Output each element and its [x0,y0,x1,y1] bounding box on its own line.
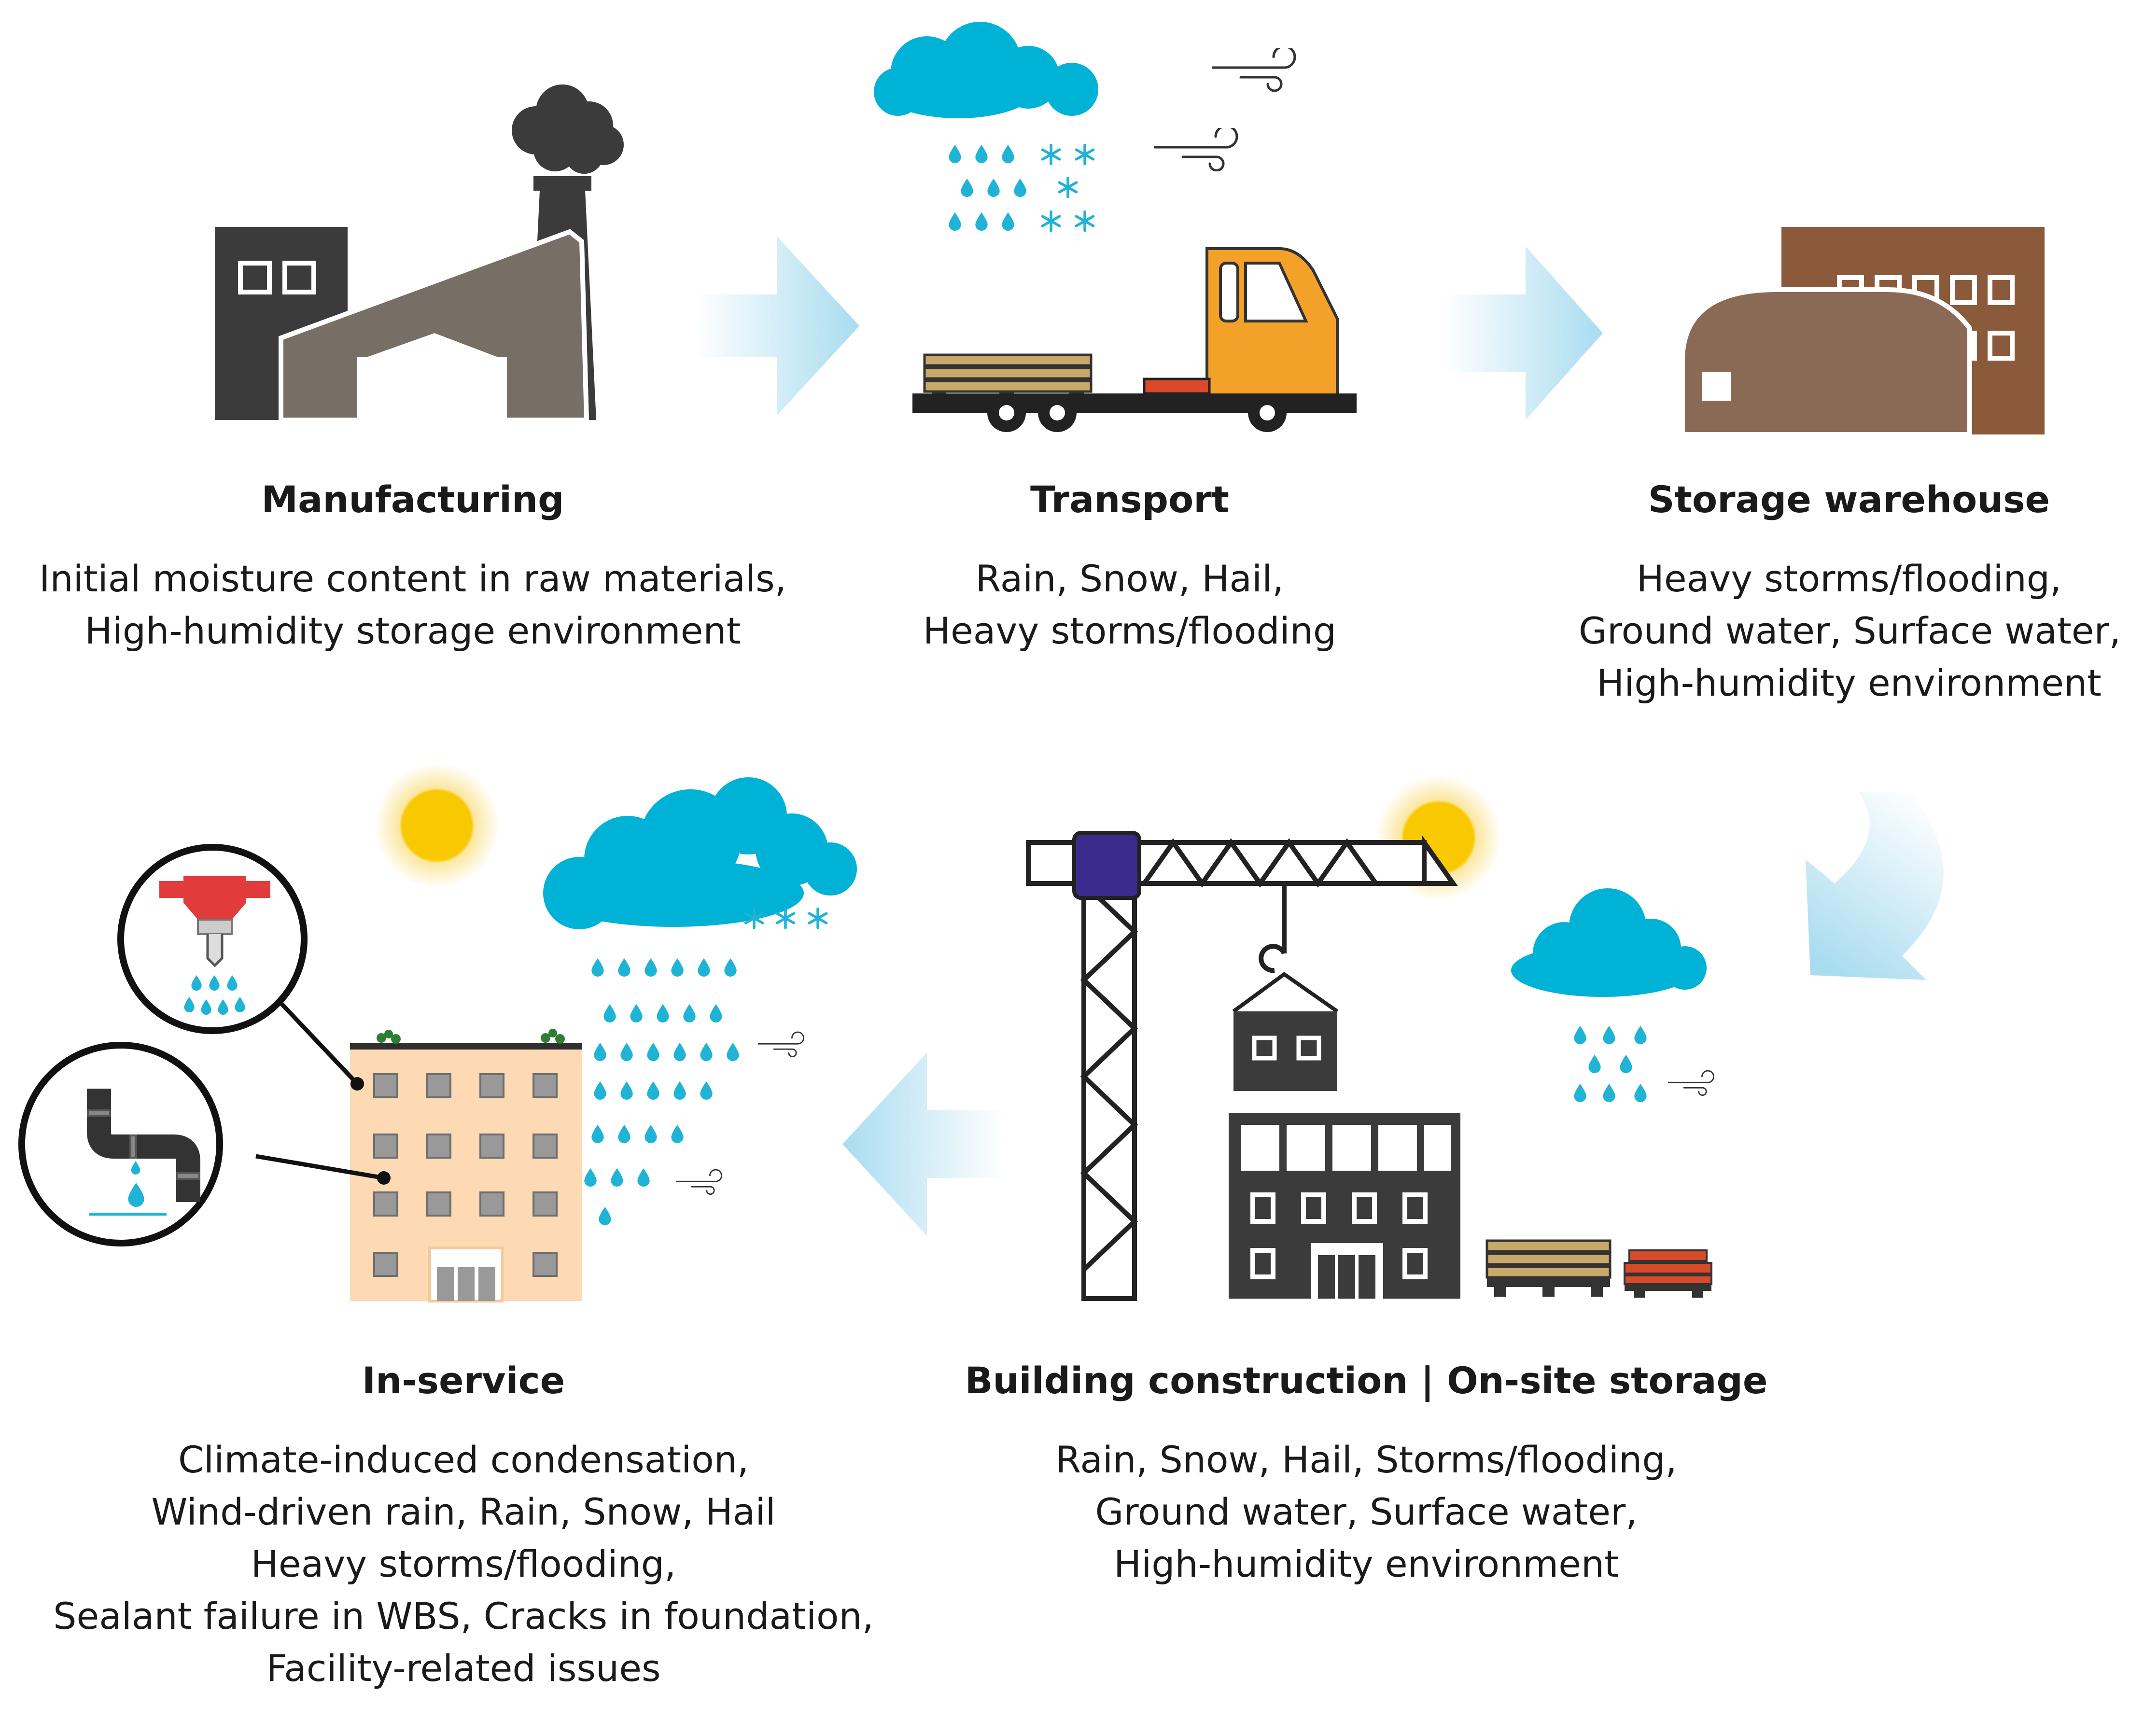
description-line: High-humidity environment [1114,1542,1619,1585]
stage-manufacturing: Manufacturing Initial moisture content i… [10,476,816,657]
stage-description: Rain, Snow, Hail, Storms/flooding, Groun… [956,1434,1777,1590]
precipitation-transport [949,145,1093,231]
description-line: Rain, Snow, Hail, Storms/flooding, [1055,1438,1677,1481]
stage-title: Manufacturing [261,478,564,521]
stage-storage-warehouse: Storage warehouse Heavy storms/flooding,… [1579,476,2121,709]
building-icon [350,1029,582,1302]
description-line: Facility-related issues [266,1647,661,1690]
flow-arrow-1 [695,237,859,415]
wind-icon [676,1031,805,1195]
stage-title: Transport [1030,478,1230,521]
description-line: Ground water, Surface water, [1095,1490,1638,1533]
wind-icon [1154,46,1295,170]
description-line: Sealant failure in WBS, Cracks in founda… [53,1595,874,1638]
leaking-pipe-icon [18,1042,223,1246]
stage-title: In-service [362,1359,565,1402]
onsite-storage-pallets [1485,1239,1712,1298]
description-line: Ground water, Surface water, [1579,609,2121,652]
description-line: Heavy storms/flooding [923,609,1337,652]
factory-icon [215,84,624,422]
stage-title: Storage warehouse [1648,478,2050,521]
description-line: Heavy storms/flooding, [1636,557,2062,600]
flow-arrow-4 [842,1052,1004,1236]
sun-icon [374,763,500,888]
description-line: High-humidity environment [1597,661,2102,704]
truck-icon [912,247,1357,432]
stage-description: Rain, Snow, Hail, Heavy storms/flooding [840,553,1419,657]
sprinkler-icon [117,844,308,1034]
wind-icon [1668,1070,1715,1096]
description-line: High-humidity storage environment [84,609,741,652]
callout-lines [255,993,391,1185]
cloud-icon [874,22,1098,118]
stage-building-construction: Building construction | On-site storage … [956,1357,1777,1590]
flow-arrow-2 [1443,246,1603,420]
description-line: Rain, Snow, Hail, [975,557,1284,600]
stage-description: Heavy storms/flooding, Ground water, Sur… [1579,553,2121,709]
stage-in-service: In-service Climate-induced condensation,… [29,1357,898,1694]
description-line: Initial moisture content in raw material… [39,557,786,600]
cloud-icon [543,777,857,929]
stage-transport: Transport Rain, Snow, Hail, Heavy storms… [840,476,1419,657]
description-line: Climate-induced condensation, [178,1438,749,1481]
crane-icon [1026,831,1458,1301]
stage-description: Initial moisture content in raw material… [10,553,816,657]
building-icon [1229,1113,1460,1299]
precipitation-construction [1574,1026,1647,1102]
stage-description: Climate-induced condensation, Wind-drive… [29,1434,898,1694]
warehouse-icon [1680,227,2045,437]
description-line: Heavy storms/flooding, [251,1542,676,1585]
stage-title: Building construction | On-site storage [965,1359,1768,1402]
precipitation-inservice [584,909,826,1225]
cloud-icon [1511,888,1707,997]
description-line: Wind-driven rain, Rain, Snow, Hail [151,1490,776,1533]
flow-arrow-3 [1806,792,1944,980]
